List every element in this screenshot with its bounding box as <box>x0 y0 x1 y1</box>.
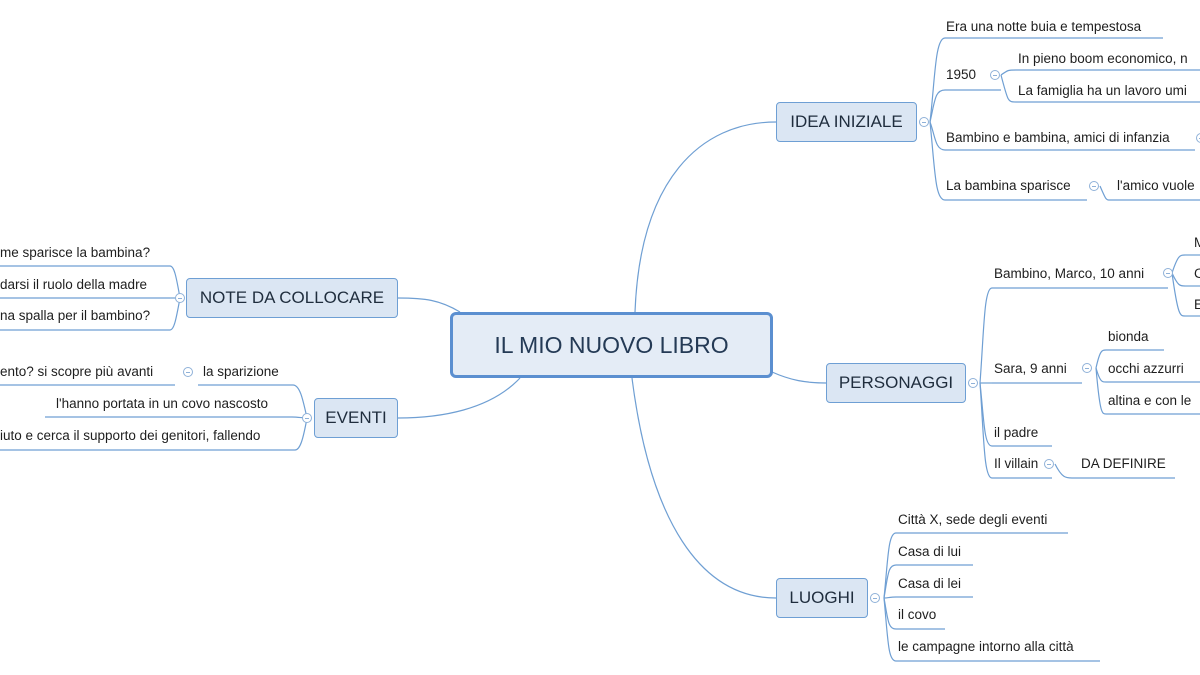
topic-personaggi-label: PERSONAGGI <box>838 373 954 392</box>
leaf-famiglia[interactable]: La famiglia ha un lavoro umi <box>1018 83 1187 98</box>
link-note-spalla <box>169 297 181 331</box>
leaf-campagne[interactable]: le campagne intorno alla città <box>898 639 1074 654</box>
leaf-marco-c[interactable]: E <box>1194 297 1200 312</box>
leaf-avanti[interactable]: ento? si scopre più avanti <box>0 364 154 379</box>
link-marco-c <box>1171 272 1186 317</box>
collapse-toggle-marco[interactable] <box>1163 268 1173 278</box>
leaf-marco-a[interactable]: M <box>1194 235 1200 250</box>
link-idea <box>634 121 777 313</box>
link-pers-marco <box>979 287 993 384</box>
leaf-citta[interactable]: Città X, sede degli eventi <box>898 512 1048 527</box>
collapse-toggle-sparizione[interactable] <box>183 367 193 377</box>
leaf-covo-nascosto[interactable]: l'hanno portata in un covo nascosto <box>56 396 268 411</box>
leaf-sparisce[interactable]: La bambina sparisce <box>946 178 1071 193</box>
leaf-spalla[interactable]: na spalla per il bambino? <box>0 308 151 323</box>
leaf-padre[interactable]: il padre <box>994 425 1039 440</box>
collapse-toggle-personaggi[interactable] <box>968 378 978 388</box>
topic-eventi[interactable]: EVENTI <box>314 398 398 438</box>
leaf-covo[interactable]: il covo <box>898 607 937 622</box>
leaf-villain[interactable]: Il villain <box>994 456 1039 471</box>
link-personaggi <box>771 371 827 384</box>
link-idea-amici <box>929 121 946 151</box>
link-idea-sparisce <box>929 121 946 201</box>
link-luoghi-lei <box>883 596 897 599</box>
link-marco-b <box>1171 272 1186 287</box>
leaf-occhi[interactable]: occhi azzurri <box>1108 361 1184 376</box>
leaf-altina[interactable]: altina e con le <box>1108 393 1192 408</box>
topic-idea-iniziale-label: IDEA INIZIALE <box>790 112 903 131</box>
link-sara-altina <box>1095 367 1107 415</box>
leaf-come[interactable]: me sparisce la bambina? <box>0 245 151 260</box>
topic-note-da-collocare[interactable]: NOTE DA COLLOCARE <box>186 278 398 318</box>
collapse-toggle-sara[interactable] <box>1082 363 1092 373</box>
topic-eventi-label: EVENTI <box>325 408 387 427</box>
link-idea-1950 <box>929 89 946 123</box>
link-note <box>397 297 461 313</box>
topic-note-da-collocare-label: NOTE DA COLLOCARE <box>199 288 385 307</box>
leaf-boom[interactable]: In pieno boom economico, n <box>1018 51 1188 66</box>
leaf-definire[interactable]: DA DEFINIRE <box>1081 456 1166 471</box>
central-topic[interactable]: IL MIO NUOVO LIBRO <box>450 312 773 378</box>
topic-luoghi-label: LUOGHI <box>789 588 855 607</box>
leaf-amici[interactable]: Bambino e bambina, amici di infanzia <box>946 130 1170 145</box>
collapse-toggle-eventi[interactable] <box>302 413 312 423</box>
link-luoghi-citta <box>883 532 897 599</box>
link-luoghi-campagne <box>883 597 897 662</box>
central-topic-label: IL MIO NUOVO LIBRO <box>494 331 729 358</box>
topic-luoghi[interactable]: LUOGHI <box>776 578 868 618</box>
collapse-toggle-villain[interactable] <box>1044 459 1054 469</box>
leaf-ruolo[interactable]: darsi il ruolo della madre <box>0 277 148 292</box>
link-eventi-aiuto <box>294 417 308 451</box>
leaf-amico[interactable]: l'amico vuole <box>1117 178 1195 193</box>
collapse-toggle-note[interactable] <box>175 293 185 303</box>
leaf-aiuto[interactable]: iuto e cerca il supporto dei genitori, f… <box>0 428 261 443</box>
leaf-marco[interactable]: Bambino, Marco, 10 anni <box>994 266 1145 281</box>
leaf-sara[interactable]: Sara, 9 anni <box>994 361 1067 376</box>
collapse-toggle-1950[interactable] <box>990 70 1000 80</box>
collapse-toggle-sparisce[interactable] <box>1089 181 1099 191</box>
link-marco-a <box>1171 254 1186 274</box>
topic-idea-iniziale[interactable]: IDEA INIZIALE <box>776 102 917 142</box>
leaf-bionda[interactable]: bionda <box>1108 329 1149 344</box>
leaf-marco-b[interactable]: C <box>1194 266 1200 281</box>
link-sara-bionda <box>1095 349 1107 369</box>
link-sparisce-amico <box>1099 185 1111 201</box>
collapse-toggle-luoghi[interactable] <box>870 593 880 603</box>
leaf-1950[interactable]: 1950 <box>946 67 977 82</box>
link-sara-occhi <box>1095 367 1107 383</box>
link-idea-notte <box>929 37 946 123</box>
leaf-sparizione[interactable]: la sparizione <box>203 364 279 379</box>
link-eventi <box>397 377 521 419</box>
collapse-toggle-amici[interactable] <box>1196 133 1200 143</box>
link-villain-definire <box>1054 463 1073 479</box>
leaf-casa-lui[interactable]: Casa di lui <box>898 544 962 559</box>
topic-personaggi[interactable]: PERSONAGGI <box>826 363 966 403</box>
link-1950-famiglia <box>1000 74 1017 103</box>
link-luoghi-lui <box>883 564 897 599</box>
link-pers-villain <box>979 382 993 479</box>
link-1950-boom <box>1000 69 1017 76</box>
collapse-toggle-idea[interactable] <box>919 117 929 127</box>
leaf-casa-lei[interactable]: Casa di lei <box>898 576 962 591</box>
link-note-come <box>169 265 181 299</box>
leaf-notte[interactable]: Era una notte buia e tempestosa <box>946 19 1142 34</box>
link-luoghi <box>631 377 777 599</box>
